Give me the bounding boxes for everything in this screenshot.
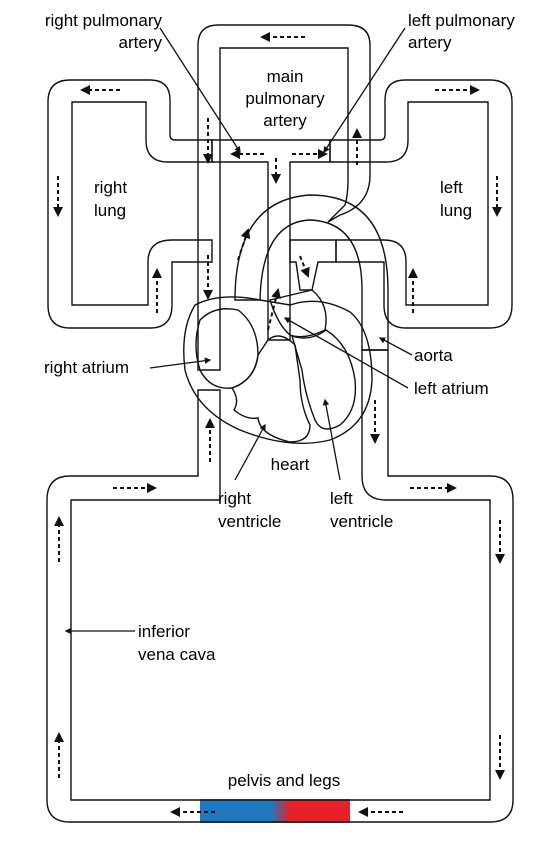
labels: right pulmonary artery left pulmonary ar… — [44, 11, 515, 790]
left-atrium-label: left atrium — [414, 379, 489, 398]
flow-arrows — [58, 37, 500, 812]
left-ventricle-label-2: ventricle — [330, 512, 393, 531]
left-lung-loop — [330, 80, 512, 328]
left-pulmonary-artery-label-2: artery — [408, 33, 452, 52]
left-ventricle-chamber — [292, 330, 355, 429]
main-pulmonary-artery-label-2: pulmonary — [245, 89, 325, 108]
right-ventricle-label-1: right — [218, 489, 251, 508]
aorta-label: aorta — [414, 346, 453, 365]
aortic-arch-vessel — [235, 195, 388, 350]
right-ventricle-chamber — [232, 336, 310, 442]
right-atrium-label: right atrium — [44, 358, 129, 377]
heart — [184, 290, 372, 443]
left-lung-label-1: left — [440, 178, 463, 197]
bottom-gradient-segment — [200, 800, 350, 822]
right-lung-label-2: lung — [94, 201, 126, 220]
right-lung-label-1: right — [94, 178, 127, 197]
right-ventricle-label-2: ventricle — [218, 512, 281, 531]
left-lung-label-2: lung — [440, 201, 472, 220]
heart-label: heart — [271, 455, 310, 474]
left-atrium-chamber — [270, 290, 326, 337]
pulmonary-veins-vessel — [290, 240, 336, 290]
inferior-vena-cava-vessel — [47, 390, 275, 822]
label-pointers — [66, 28, 412, 631]
pelvis-and-legs-label: pelvis and legs — [228, 771, 340, 790]
main-pulmonary-artery-label-3: artery — [263, 111, 307, 130]
right-pulmonary-artery-label-1: right pulmonary — [45, 11, 163, 30]
right-pulmonary-artery-label-2: artery — [119, 33, 163, 52]
descending-aorta-vessel — [275, 350, 513, 822]
main-pulmonary-artery-label-1: main — [267, 67, 304, 86]
right-lung-loop — [48, 80, 212, 328]
systemic-loop — [47, 350, 513, 822]
left-pulmonary-artery-label-1: left pulmonary — [408, 11, 515, 30]
inferior-vena-cava-label-1: inferior — [138, 622, 190, 641]
left-ventricle-label-1: left — [330, 489, 353, 508]
inferior-vena-cava-label-2: vena cava — [138, 645, 216, 664]
